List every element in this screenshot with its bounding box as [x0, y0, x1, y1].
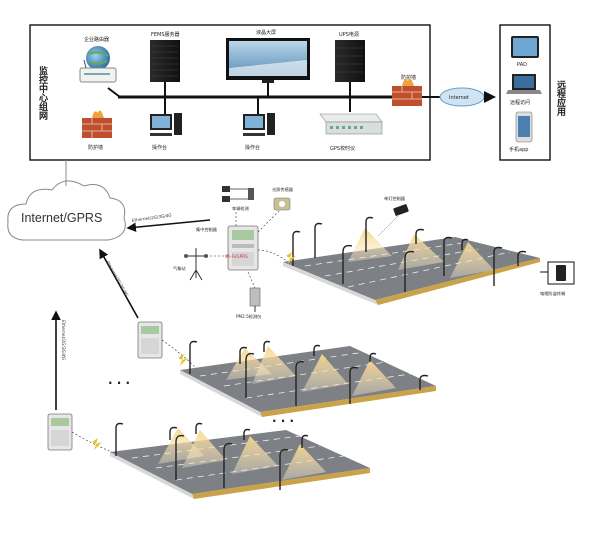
- road-1-poles: [292, 216, 527, 292]
- gps-timer: [319, 113, 383, 135]
- cloud-icon: [7, 180, 126, 241]
- firewall-right-label: 防护墙: [401, 74, 416, 81]
- lamp-controller-icon: [393, 204, 409, 216]
- vehicle-detector: [222, 186, 254, 202]
- firewall-icon: [392, 86, 422, 106]
- firewall-left-label: 防护墙: [88, 144, 103, 151]
- wireless-links: [71, 209, 289, 453]
- internet-label: Internet: [449, 95, 469, 101]
- server-icon: [150, 40, 180, 82]
- concentrator-top: [227, 225, 259, 271]
- laptop-device: [506, 74, 542, 94]
- road-3-beams: [158, 428, 326, 480]
- router-label: 企业路由器: [84, 36, 109, 43]
- wifi-label: Wi-Fi/GPRS: [225, 254, 248, 259]
- ellipsis-left: . . .: [108, 373, 130, 387]
- detector-icon: [222, 186, 230, 192]
- terminal-icon: [556, 265, 566, 281]
- console-1: [150, 113, 182, 136]
- vehicle-label: 车辆检测: [232, 205, 249, 212]
- fems-label: FEMS服务器: [151, 31, 180, 38]
- light-sensor-label: 光照传感器: [272, 186, 294, 193]
- road-3-poles: [115, 422, 309, 490]
- firewall-icon: [82, 118, 112, 138]
- link-arrow-2: [99, 248, 139, 319]
- pad-label: PAD: [517, 62, 527, 68]
- pm25-label: PM2.5检测仪: [236, 313, 262, 320]
- anemometer-icon: [184, 254, 188, 258]
- fems-server: [150, 40, 180, 82]
- lcd-label: 液晶大屏: [256, 29, 276, 36]
- weather-label: 气象站: [173, 265, 186, 272]
- anti-theft-label: 电缆防盗终端: [540, 290, 565, 297]
- road-2-poles: [189, 340, 429, 406]
- concentrator-label: 集中控制器: [196, 226, 218, 233]
- remote-title: 远程应用: [555, 80, 567, 117]
- concentrator-mid: [137, 321, 163, 359]
- pm25-detector: [249, 287, 261, 312]
- ups-label: UPS电源: [339, 31, 359, 38]
- phone-app-label: 手机app: [509, 146, 528, 153]
- gps-label: GPS校时仪: [330, 145, 355, 152]
- ups-power: [335, 40, 365, 82]
- concentrator-bottom: [47, 413, 73, 451]
- console1-label: 操作台: [152, 144, 167, 151]
- link-label-1: Ethernet/2G/3G/4G: [131, 212, 172, 223]
- weather-station: [184, 248, 208, 281]
- router-link: [107, 87, 121, 98]
- monitor-center-title-text: 监控中心组网: [37, 65, 48, 121]
- console-2: [243, 113, 275, 136]
- console2-label: 操作台: [245, 144, 260, 151]
- firewall-left: [82, 110, 112, 138]
- link-arrow-1: [126, 219, 211, 233]
- phone-device: [515, 111, 533, 143]
- pm25-icon: [249, 287, 261, 307]
- ups-icon: [335, 40, 365, 82]
- enterprise-router: [79, 46, 117, 83]
- link-label-2: Ethernet/2G/3G/4G: [105, 260, 130, 298]
- road-2-beams: [226, 346, 396, 396]
- globe-icon: [86, 46, 110, 70]
- road-1-beams: [348, 228, 494, 278]
- cloud-label: Internet/GPRS: [21, 211, 102, 225]
- lcd-screen: [226, 38, 310, 83]
- road-surface: [180, 346, 436, 412]
- remote-access-label: 远程访问: [510, 99, 530, 106]
- firewall-right: [392, 78, 422, 106]
- single-lamp-controller: [393, 204, 409, 216]
- pad-device: [511, 36, 539, 58]
- link-label-3: Ethernet/2G/3G/4G: [61, 320, 66, 361]
- wireless-bolts: [92, 252, 296, 450]
- anti-theft-terminal: [540, 261, 575, 285]
- light-sensor: [273, 197, 291, 211]
- monitor-center-title: 监控中心组网: [37, 65, 48, 121]
- single-lamp-label: 单灯控制器: [384, 195, 406, 202]
- internet-gprs-cloud: [7, 180, 126, 241]
